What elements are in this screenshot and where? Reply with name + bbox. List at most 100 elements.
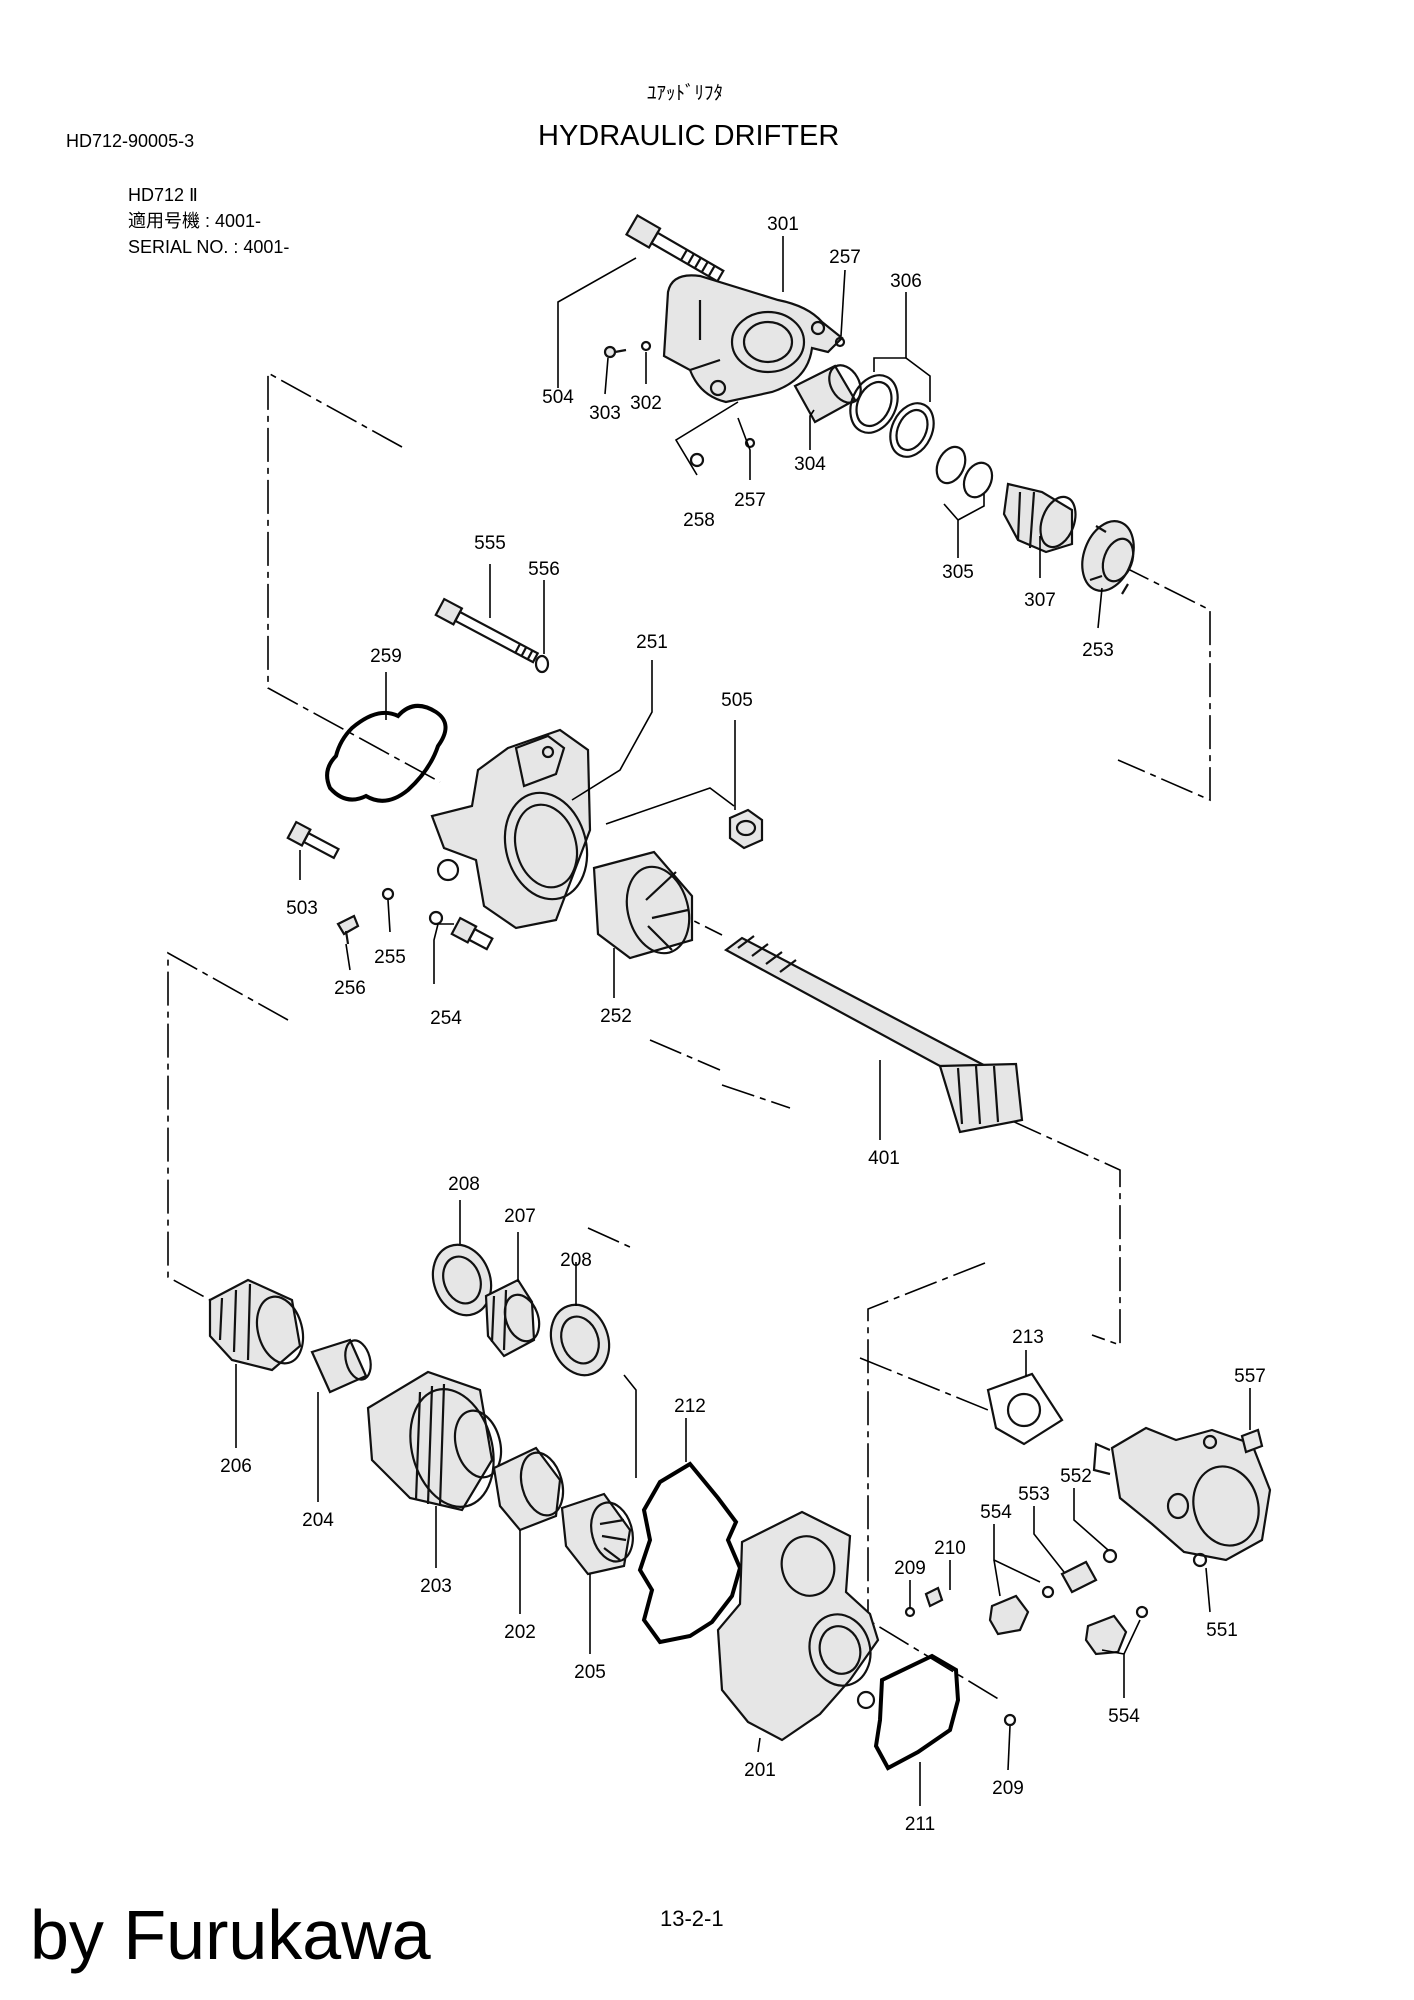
- hydraulic-motor-group: [988, 1426, 1272, 1656]
- plug-256: [336, 914, 360, 945]
- seals-305: [935, 445, 994, 499]
- housing-301: [662, 274, 844, 404]
- callout-301: 301: [767, 214, 799, 235]
- callout-251: 251: [636, 632, 668, 653]
- front-head-group: [286, 597, 764, 960]
- gear-203: [366, 1370, 503, 1512]
- callout-labels: 301 257 306 504 303 302 304 258 257 305 …: [220, 214, 1266, 1835]
- gasket-212: [637, 1461, 743, 1645]
- serial-number-label: SERIAL NO. : 4001-: [128, 237, 290, 257]
- elbow-554b: [1084, 1614, 1128, 1656]
- callout-259: 259: [370, 646, 402, 667]
- callout-557: 557: [1234, 1366, 1266, 1387]
- o-ring-209b: [1003, 1713, 1017, 1727]
- plug-557: [1240, 1428, 1264, 1454]
- callout-552: 552: [1060, 1466, 1092, 1487]
- o-ring-554a: [1041, 1585, 1055, 1599]
- bearing-208b: [549, 1303, 611, 1377]
- callout-401: 401: [868, 1148, 900, 1169]
- watermark-text: by Furukawa: [30, 1896, 431, 1974]
- gear-drive-group: [208, 1243, 634, 1576]
- callout-553: 553: [1018, 1484, 1050, 1505]
- page-title: HYDRAULIC DRIFTER: [538, 120, 840, 152]
- gasket-259: [325, 704, 448, 803]
- seals-306: [849, 374, 935, 458]
- callout-253: 253: [1082, 640, 1114, 661]
- model-label: HD712 Ⅱ: [128, 185, 198, 205]
- o-ring-257: [834, 336, 846, 348]
- bolt-504: [624, 213, 725, 283]
- callout-203: 203: [420, 1576, 452, 1597]
- union-553: [1060, 1560, 1098, 1594]
- gear-housing-201: [716, 1510, 880, 1742]
- shank-adapter-206: [208, 1278, 305, 1372]
- callout-504: 504: [542, 387, 574, 408]
- gasket-213: [986, 1372, 1064, 1446]
- rotation-housing-group: [603, 213, 1135, 595]
- chuck-307: [1002, 482, 1077, 554]
- hydraulic-motor-551: [1092, 1426, 1272, 1568]
- callout-208b: 208: [560, 1250, 592, 1271]
- callout-303: 303: [589, 403, 621, 424]
- front-head-251: [430, 728, 592, 930]
- callout-257b: 257: [734, 490, 766, 511]
- callout-554b: 554: [1108, 1706, 1140, 1727]
- callout-201: 201: [744, 1760, 776, 1781]
- callout-554a: 554: [980, 1502, 1012, 1523]
- title-kana: ﾕｱｯﾄﾞﾘﾌﾀ: [647, 83, 724, 104]
- o-ring-302: [640, 340, 652, 352]
- callout-307: 307: [1024, 590, 1056, 611]
- callout-302: 302: [630, 393, 662, 414]
- callout-252: 252: [600, 1006, 632, 1027]
- plug-254: [450, 916, 494, 951]
- callout-204: 204: [302, 1510, 334, 1531]
- callout-306: 306: [890, 271, 922, 292]
- o-ring-552: [1102, 1548, 1118, 1564]
- nut-505: [728, 808, 764, 850]
- callout-213: 213: [1012, 1327, 1044, 1348]
- callout-258: 258: [683, 510, 715, 531]
- document-number: HD712-90005-3: [66, 131, 195, 151]
- callout-209a: 209: [894, 1558, 926, 1579]
- o-ring-254: [428, 910, 444, 926]
- bolt-503: [286, 820, 340, 860]
- callout-256: 256: [334, 978, 366, 999]
- o-ring-258: [689, 452, 705, 468]
- gear-housing-group: [637, 1372, 1064, 1771]
- damper-205: [560, 1492, 634, 1576]
- callout-304: 304: [794, 454, 826, 475]
- plug-210: [924, 1586, 944, 1608]
- callout-305: 305: [942, 562, 974, 583]
- callout-202: 202: [504, 1622, 536, 1643]
- o-ring-209a: [904, 1606, 916, 1618]
- plug-303: [603, 345, 627, 359]
- callout-503: 503: [286, 898, 318, 919]
- callout-209b: 209: [992, 1778, 1024, 1799]
- callout-255: 255: [374, 947, 406, 968]
- bushing-304: [793, 364, 862, 424]
- leader-lines: [235, 236, 1251, 1806]
- gasket-211: [873, 1653, 961, 1771]
- cushion-ring-202: [492, 1446, 565, 1532]
- callout-210: 210: [934, 1538, 966, 1559]
- chuck-driver-253: [1081, 520, 1135, 595]
- callout-208a: 208: [448, 1174, 480, 1195]
- o-ring-554b: [1135, 1605, 1149, 1619]
- bolt-555: [434, 597, 540, 664]
- callout-505: 505: [721, 690, 753, 711]
- o-ring-257b: [744, 437, 756, 449]
- elbow-554a: [988, 1594, 1030, 1636]
- callout-257a: 257: [829, 247, 861, 268]
- bushing-204: [310, 1338, 372, 1394]
- callout-211: 211: [905, 1814, 935, 1835]
- callout-254: 254: [430, 1008, 462, 1029]
- callout-205: 205: [574, 1662, 606, 1683]
- bearing-208a: [431, 1243, 493, 1317]
- callout-555: 555: [474, 533, 506, 554]
- callout-556: 556: [528, 559, 560, 580]
- o-ring-255: [381, 887, 395, 901]
- applicable-serial-label: 適用号機 : 4001-: [128, 211, 262, 231]
- callout-207: 207: [504, 1206, 536, 1227]
- front-cushion-252: [592, 850, 694, 960]
